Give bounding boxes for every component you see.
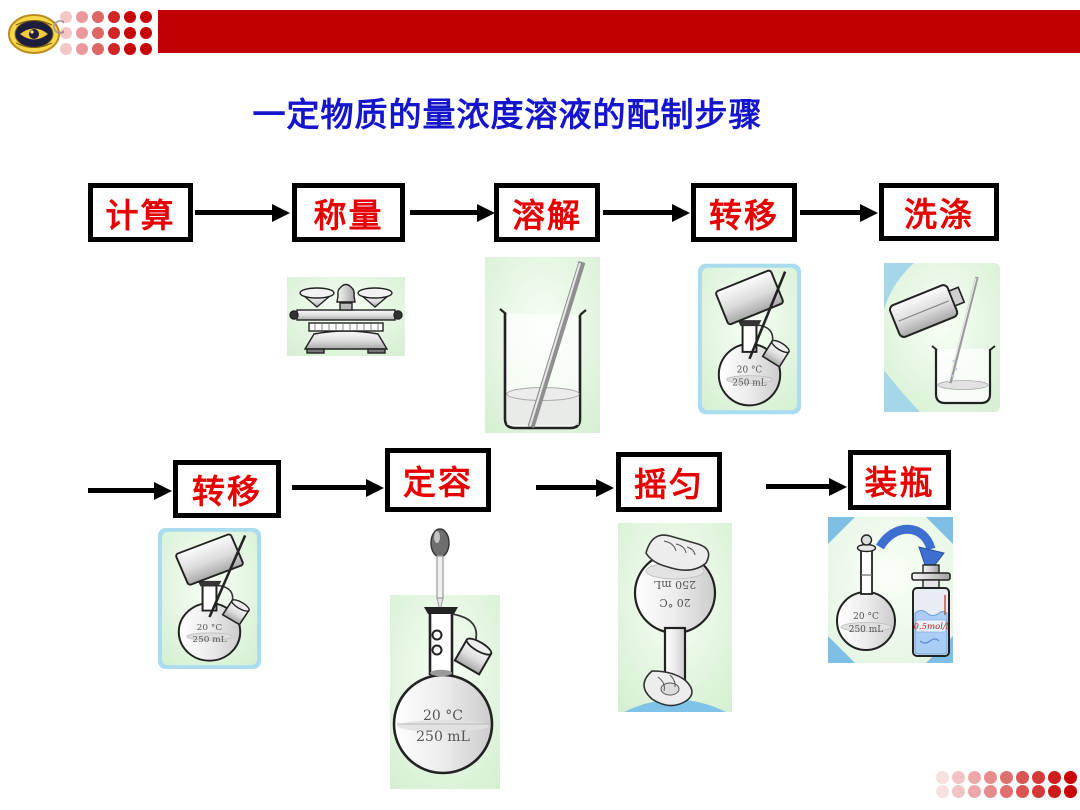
decor-dot — [108, 27, 120, 39]
step-box-bottle: 装瓶 — [848, 450, 951, 510]
decor-dot — [76, 43, 88, 55]
decor-dot — [60, 43, 72, 55]
decor-dot — [968, 771, 981, 784]
decor-dot — [124, 27, 136, 39]
dropper-volumetric-flask-image: 20 °C 250 mL — [390, 517, 500, 789]
step-box-wash: 洗涤 — [879, 183, 999, 241]
decor-dot — [1032, 785, 1045, 798]
flask-to-bottle-image: 20 °C 250 mL 0.5mol/l — [828, 517, 953, 663]
header-banner — [158, 10, 1080, 53]
beaker-stirring-rod-image — [485, 257, 600, 433]
bottle-concentration-label: 0.5mol/l — [914, 622, 949, 632]
decor-dot — [1000, 771, 1013, 784]
step-box-transfer-1: 转移 — [691, 183, 797, 242]
decor-dot — [952, 771, 965, 784]
pour-into-flask-image-1: 20 °C 250 mL — [698, 263, 801, 415]
flask-temp-label: 20 °C — [197, 623, 223, 633]
decor-dot — [1064, 785, 1077, 798]
decor-dot — [984, 785, 997, 798]
footer-dot-pattern — [936, 771, 1080, 801]
flow-arrow-3 — [603, 210, 672, 215]
step-box-transfer-2: 转移 — [173, 460, 281, 518]
wash-bottle-beaker-image — [884, 263, 1000, 412]
decor-dot — [140, 27, 152, 39]
decor-dot — [1032, 771, 1045, 784]
decor-dot — [1048, 785, 1061, 798]
pour-into-flask-image-2: 20 °C 250 mL — [158, 528, 261, 669]
decor-dot — [108, 43, 120, 55]
decor-dot — [1016, 771, 1029, 784]
flask-temp-label: 20 °C — [737, 366, 763, 376]
decor-dot — [1048, 771, 1061, 784]
flask-volume-label: 250 mL — [416, 729, 470, 745]
decor-dot — [76, 27, 88, 39]
decor-dot — [124, 43, 136, 55]
flow-arrow-5 — [88, 488, 154, 493]
step-box-shake: 摇匀 — [616, 452, 722, 512]
flow-arrow-7 — [536, 485, 596, 490]
flow-arrow-1 — [195, 210, 272, 215]
flow-arrow-8 — [766, 484, 829, 489]
decor-dot — [92, 27, 104, 39]
decor-dot — [952, 785, 965, 798]
flask-volume-label: 250 mL — [192, 635, 226, 645]
decor-dot — [1016, 785, 1029, 798]
decor-dot — [140, 43, 152, 55]
flask-volume-label: 250 mL — [849, 625, 884, 635]
step-box-fix-volume: 定容 — [385, 448, 491, 512]
header-dot-pattern — [60, 11, 156, 57]
flask-temp-label: 20 °C — [853, 612, 879, 622]
flask-volume-label-inverted: 250 mL — [653, 578, 696, 591]
decor-dot — [1000, 785, 1013, 798]
step-box-dissolve: 溶解 — [494, 183, 600, 242]
decor-dot — [92, 43, 104, 55]
flask-temp-label: 20 °C — [423, 708, 463, 724]
decor-dot — [76, 11, 88, 23]
step-box-weigh: 称量 — [292, 183, 405, 242]
page-title: 一定物质的量浓度溶液的配制步骤 — [252, 96, 763, 133]
decor-dot — [984, 771, 997, 784]
decor-dot — [140, 11, 152, 23]
decor-dot — [936, 771, 949, 784]
decor-dot — [124, 11, 136, 23]
flow-arrow-2 — [410, 210, 477, 215]
step-box-calculate: 计算 — [88, 183, 193, 242]
inverted-flask-shake-image: 250 mL 20 °C — [618, 523, 732, 712]
flow-arrow-4 — [800, 210, 860, 215]
school-emblem-logo — [8, 14, 64, 54]
decor-dot — [936, 785, 949, 798]
decor-dot — [1064, 771, 1077, 784]
balance-scale-image — [287, 277, 405, 356]
decor-dot — [968, 785, 981, 798]
decor-dot — [60, 27, 72, 39]
decor-dot — [108, 11, 120, 23]
flask-volume-label: 250 mL — [732, 379, 766, 389]
flow-arrow-6 — [292, 485, 366, 490]
flask-temp-label-inverted: 20 °C — [659, 596, 690, 609]
decor-dot — [92, 11, 104, 23]
decor-dot — [60, 11, 72, 23]
